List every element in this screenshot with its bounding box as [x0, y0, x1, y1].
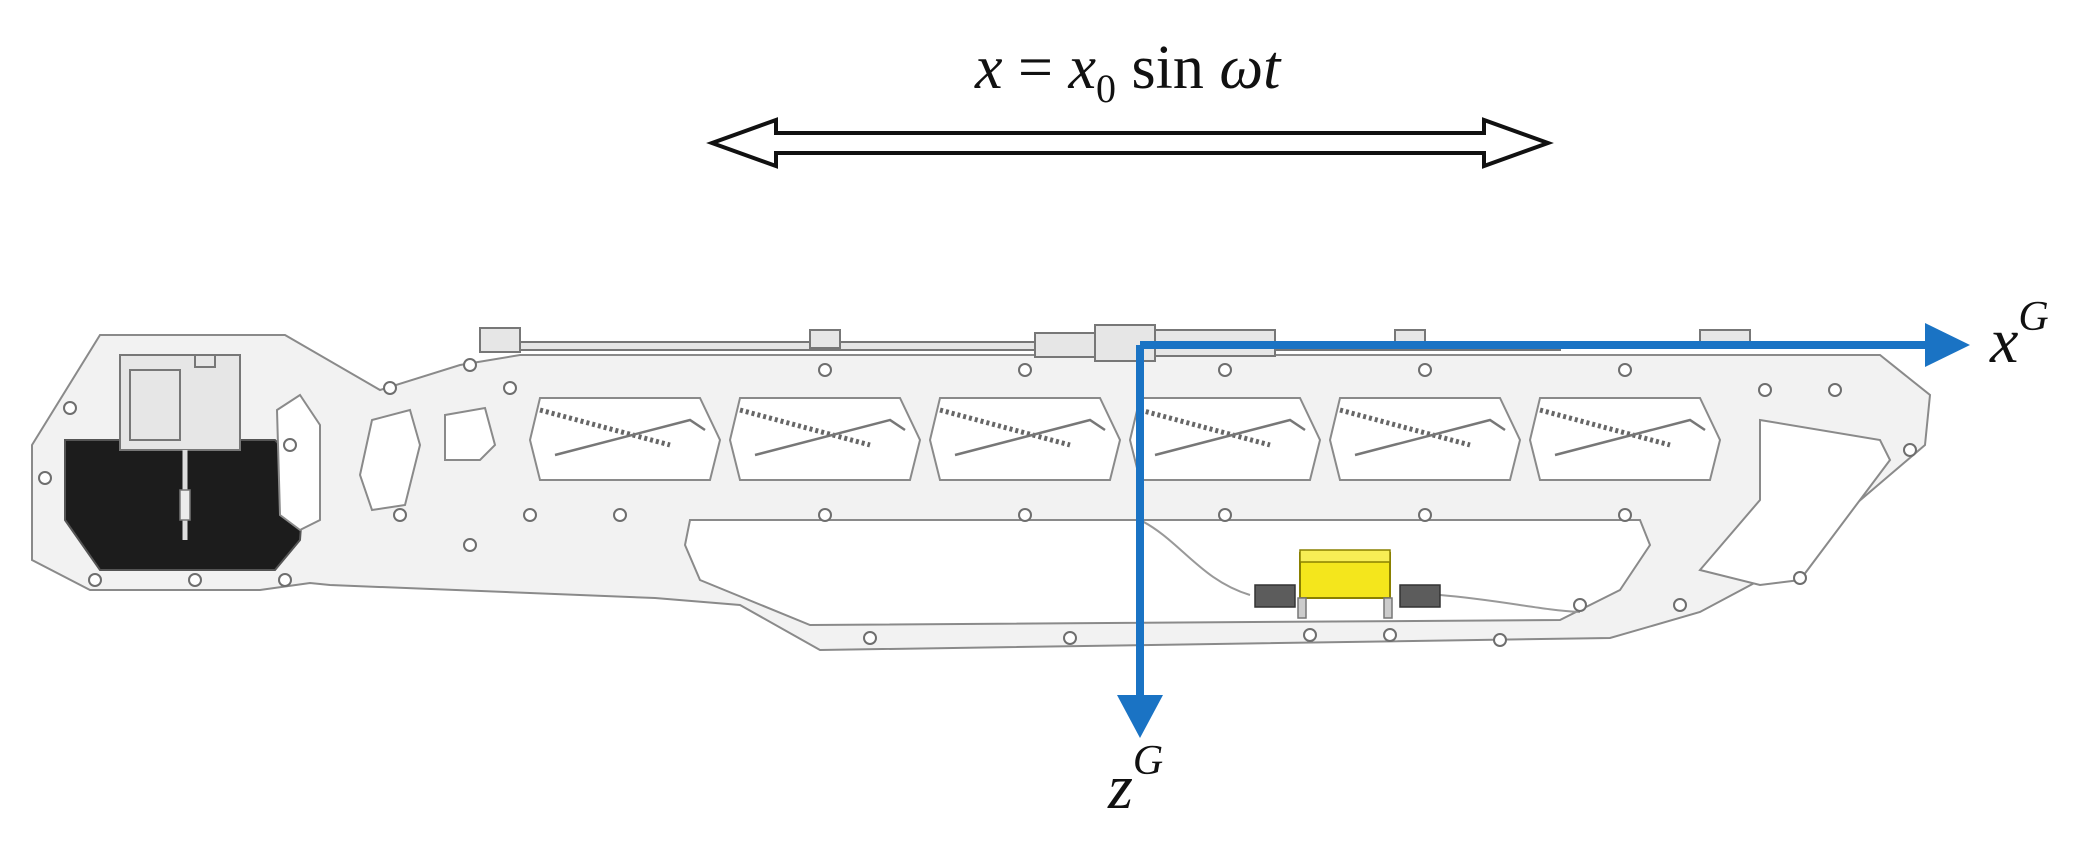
motion-equation: x = x0 sin ωt	[974, 34, 1282, 111]
eq-sin: sin	[1116, 34, 1219, 102]
sensor-connector-right	[1399, 584, 1441, 608]
lower-window	[683, 519, 1652, 627]
spring-needle-set	[539, 407, 1706, 457]
rod-mount-2	[809, 329, 841, 349]
x-axis-arrowhead	[1925, 323, 1970, 367]
shaft-coupler	[179, 489, 191, 521]
eq-omega: ω	[1219, 34, 1263, 102]
motor-side	[129, 369, 181, 441]
frame-slot-1	[275, 393, 321, 532]
eq-lhs: x	[974, 34, 1003, 102]
upper-window-3	[928, 397, 1122, 481]
eq-subscript: 0	[1096, 66, 1116, 111]
rod-mount-left	[479, 327, 521, 353]
eq-equals: =	[1003, 34, 1069, 102]
sensor-top	[1299, 549, 1391, 563]
frame-slot-2	[358, 408, 422, 512]
bolts	[38, 358, 1917, 647]
z-axis-superscript: G	[1133, 738, 1163, 784]
x-axis-label: xG	[1989, 294, 2049, 376]
sensor-leg-right	[1383, 597, 1393, 619]
upper-window-4	[1128, 397, 1322, 481]
frame-slot-3	[444, 406, 497, 461]
z-axis-label: zG	[1107, 738, 1163, 822]
eq-amplitude: x	[1068, 34, 1097, 102]
z-axis-base: z	[1107, 751, 1133, 822]
upper-window-5	[1328, 397, 1522, 481]
sensor-connector-left	[1254, 584, 1296, 608]
right-window	[1698, 418, 1892, 587]
motor-connector	[194, 354, 216, 368]
z-axis-arrowhead	[1117, 695, 1163, 738]
upper-window-1	[528, 397, 722, 481]
sensor-cable-right	[1439, 594, 1581, 613]
axis-xG: xG	[1140, 294, 2049, 376]
x-axis-base: x	[1989, 305, 2018, 376]
axis-zG: zG	[1107, 345, 1163, 822]
frame	[31, 324, 1932, 652]
upper-window-2	[728, 397, 922, 481]
rod-coupler-left	[1034, 332, 1096, 358]
upper-window-6	[1528, 397, 1722, 481]
sensor-leg-left	[1297, 597, 1307, 619]
oscillation-arrow	[706, 117, 1554, 169]
eq-time: t	[1263, 34, 1282, 102]
sensor-cable-left	[1139, 519, 1251, 596]
x-axis-superscript: G	[2018, 294, 2048, 340]
